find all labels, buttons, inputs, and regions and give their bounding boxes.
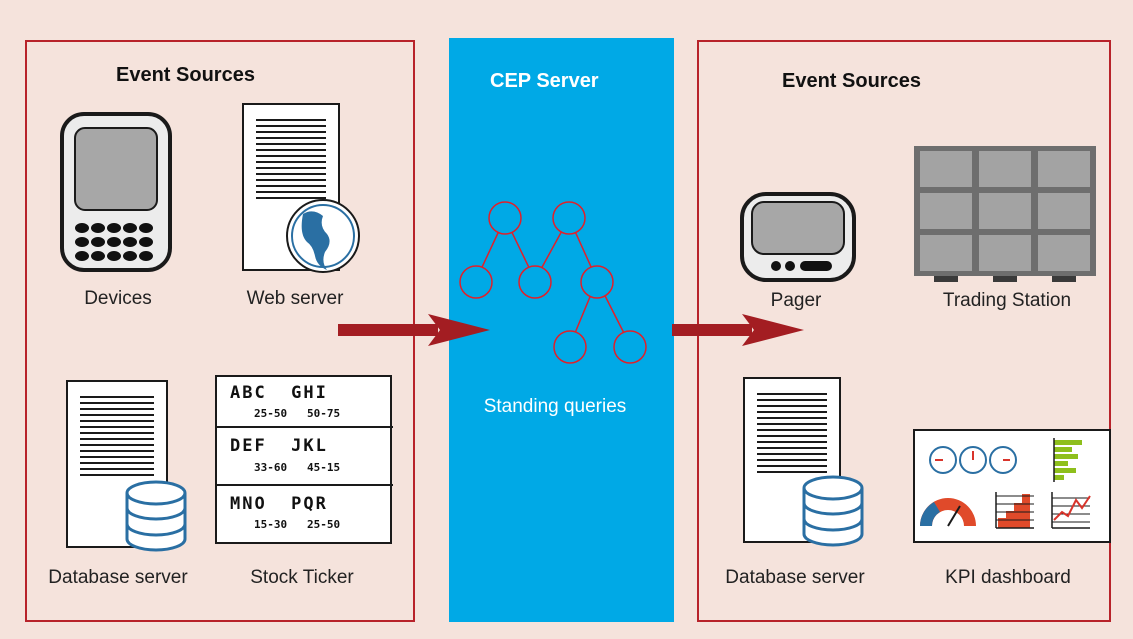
left-panel-heading: Event Sources	[116, 64, 255, 86]
trading-station-label: Trading Station	[942, 290, 1072, 311]
ticker-row-2-symbols: DEF JKL	[230, 436, 328, 456]
pager-label: Pager	[770, 290, 822, 311]
database-server-icon-left	[66, 380, 187, 552]
kpi-dashboard-label: KPI dashboard	[945, 567, 1071, 588]
right-panel-heading: Event Sources	[782, 70, 921, 92]
kpi-dashboard-icon	[913, 429, 1111, 543]
database-server-label-right: Database server	[725, 567, 865, 588]
ticker-row-1-symbols: ABC GHI	[230, 383, 328, 403]
arrow-in	[338, 314, 490, 346]
ticker-row-3-values: 15-30 25-50	[254, 518, 341, 531]
phone-icon	[60, 112, 172, 272]
ticker-row-3-symbols: MNO PQR	[230, 494, 328, 514]
devices-label: Devices	[84, 288, 152, 309]
query-tree	[459, 201, 647, 364]
database-server-label-left: Database server	[48, 567, 188, 588]
trading-station-icon	[914, 146, 1096, 282]
web-server-icon	[242, 103, 360, 273]
ticker-row-1-values: 25-50 50-75	[254, 407, 341, 420]
cep-server-heading: CEP Server	[490, 70, 599, 92]
ticker-row-2-values: 33-60 45-15	[254, 461, 341, 474]
stock-ticker-board	[215, 375, 393, 544]
pager-icon	[740, 192, 856, 282]
arrow-out	[672, 314, 804, 346]
web-server-label: Web server	[246, 288, 344, 309]
database-server-icon-right	[743, 377, 864, 547]
stock-ticker-label: Stock Ticker	[250, 567, 354, 588]
standing-queries-label: Standing queries	[483, 396, 627, 417]
